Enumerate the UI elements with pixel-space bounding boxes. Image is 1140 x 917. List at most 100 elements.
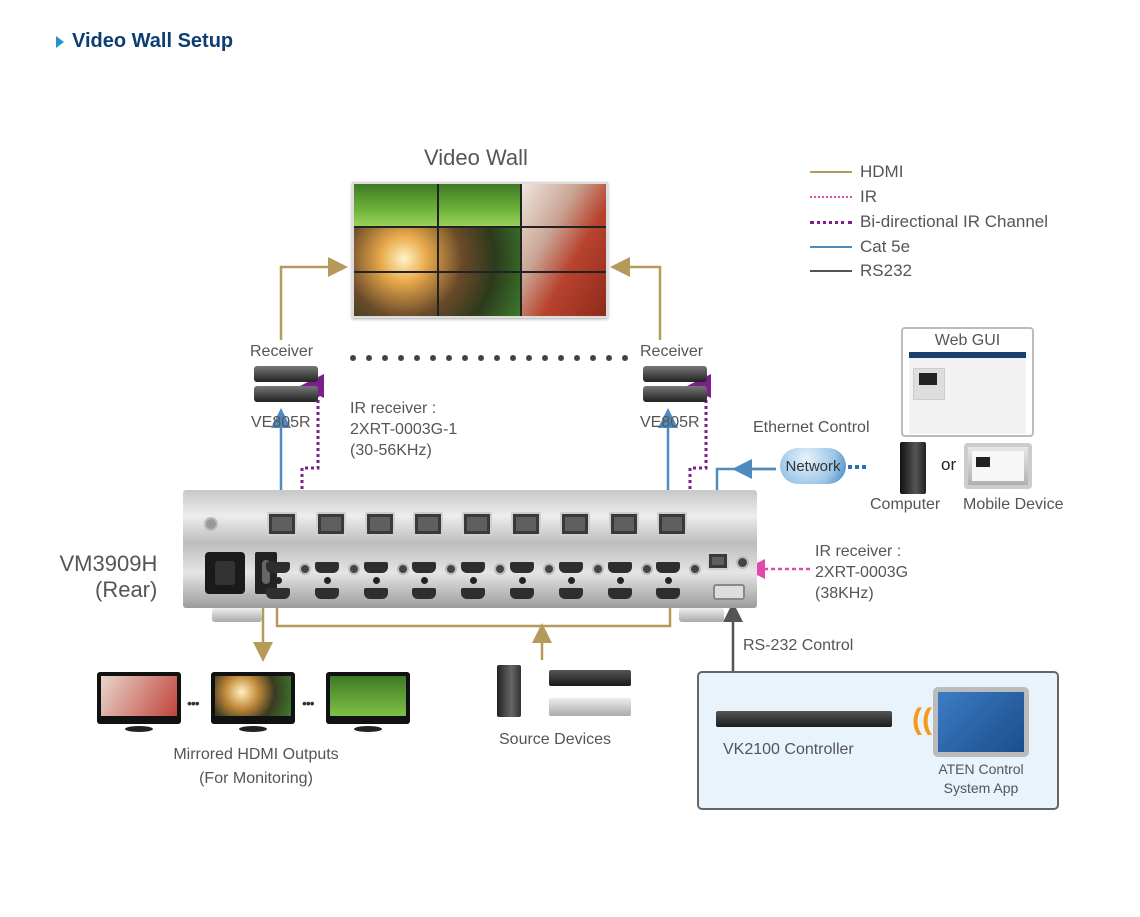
receiver-right-label: Receiver <box>640 343 704 360</box>
legend-item-bidir-ir: Bi-directional IR Channel <box>810 212 1048 232</box>
more-receivers-ellipsis: for(let i=0;i<18;i++)document.write('<sp… <box>350 355 628 361</box>
ir-jack <box>640 563 653 575</box>
monitor-1 <box>97 672 181 732</box>
bidir-ir-line-swatch <box>810 220 852 224</box>
hdmi-line-left <box>279 257 348 340</box>
web-gui-label: Web GUI <box>934 332 1001 349</box>
cat5e-line-swatch <box>810 246 852 248</box>
or-label: or <box>941 455 957 474</box>
ir-jack <box>347 563 360 575</box>
ir-jack <box>494 563 507 575</box>
cat5e-port <box>315 512 346 536</box>
cat5e-port <box>608 512 639 536</box>
network-cloud-icon: Network <box>780 448 846 484</box>
ethernet-control-label: Ethernet Control <box>753 419 870 436</box>
hdmi-input-port <box>656 588 681 599</box>
woman-tile <box>522 184 606 316</box>
rs232-control-label: RS-232 Control <box>743 637 854 654</box>
ir-jack <box>445 563 458 575</box>
cat5e-port <box>511 512 541 536</box>
legend-label: HDMI <box>860 162 904 181</box>
rs232-port <box>713 584 745 600</box>
hdmi-output-port <box>314 562 339 573</box>
ir-line-swatch <box>810 196 852 198</box>
mirrored-outputs-label: Mirrored HDMI Outputs (For Monitoring) <box>173 746 339 787</box>
player-source-icon <box>549 670 631 686</box>
ir-jack <box>396 563 409 575</box>
hdmi-output-port <box>461 562 486 573</box>
aten-app-label: ATEN Control System App <box>938 761 1024 796</box>
main-unit-label: VM3909H (Rear) <box>59 551 158 602</box>
monitor-2 <box>211 672 295 732</box>
cat5e-port <box>657 512 688 536</box>
receiver-right-model: VE805R <box>640 414 700 431</box>
ground-screw-icon <box>204 517 218 531</box>
ellipsis: ••• <box>302 695 315 711</box>
ir-jack <box>543 563 555 575</box>
ir-jack <box>299 563 311 575</box>
vk2100-label: VK2100 Controller <box>723 741 854 758</box>
rack-foot <box>679 608 724 622</box>
legend-label: IR <box>860 187 877 206</box>
hdmi-output-port <box>558 562 583 573</box>
pc-source-icon <box>497 665 521 717</box>
tablet-app-icon <box>933 687 1029 757</box>
receiver-left-device <box>254 366 318 382</box>
page-title-text: Video Wall Setup <box>72 30 234 52</box>
video-wall-image <box>352 182 608 318</box>
receiver-right-device <box>643 366 707 382</box>
cat5e-port <box>413 512 444 536</box>
legend-label: Cat 5e <box>860 237 911 256</box>
hdmi-input-port <box>266 588 290 599</box>
receiver-left-label: Receiver <box>250 343 314 360</box>
ir-receiver-right-text: IR receiver : 2XRT-0003G (38KHz) <box>815 543 909 602</box>
ellipsis: ••• <box>187 695 200 711</box>
cat5e-port <box>267 512 297 536</box>
source-devices-label: Source Devices <box>499 731 612 748</box>
hdmi-output-port <box>363 562 388 573</box>
rs232-line-swatch <box>810 270 852 272</box>
legend-item-ir: IR <box>810 187 877 207</box>
computer-label: Computer <box>870 496 941 513</box>
legend-item-hdmi: HDMI <box>810 162 903 182</box>
monitor-3 <box>326 672 410 732</box>
ir-jack <box>689 563 702 575</box>
legend-label: Bi-directional IR Channel <box>860 212 1049 231</box>
rack-foot <box>212 608 262 622</box>
wireless-signal-icon: (( <box>912 703 932 736</box>
hdmi-output-port <box>266 562 290 573</box>
vk2100-control-box: VK2100 Controller (( ATEN Control System… <box>697 671 1059 810</box>
ir-jack <box>591 563 604 575</box>
vm3909h-rear-panel: for(let i=0;i<9;i++)document.write('<div… <box>183 490 757 608</box>
network-label: Network <box>785 457 841 475</box>
legend-label: RS232 <box>860 261 912 280</box>
vk2100-controller-icon <box>716 711 892 727</box>
ir-receiver-left-text: IR receiver : 2XRT-0003G-1 (30-56KHz) <box>350 400 458 459</box>
hdmi-output-port <box>656 562 681 573</box>
hdmi-input-port <box>510 588 534 599</box>
cat5e-port <box>559 512 590 536</box>
hdmi-input-port <box>558 588 583 599</box>
cat5e-port <box>462 512 493 536</box>
hdmi-output-port <box>412 562 437 573</box>
ir-receiver-jack <box>736 556 749 569</box>
hdmi-output-port <box>607 562 632 573</box>
ethernet-port <box>707 552 729 570</box>
hdmi-input-port <box>314 588 339 599</box>
hdmi-line-swatch <box>810 171 852 173</box>
power-socket-icon <box>205 552 245 594</box>
video-wall-label: Video Wall <box>424 145 528 170</box>
hdmi-source-loop <box>275 598 672 628</box>
cat5e-port <box>364 512 395 536</box>
hdmi-output-port <box>510 562 534 573</box>
legend-item-cat5e: Cat 5e <box>810 237 910 257</box>
computer-tower-icon <box>900 442 926 494</box>
hdmi-line-right <box>610 257 662 340</box>
receiver-left-model: VE805R <box>251 414 311 431</box>
mobile-device-icon <box>964 443 1032 489</box>
page-title: Video Wall Setup <box>56 30 233 53</box>
mobile-device-label: Mobile Device <box>963 496 1064 513</box>
hdmi-input-port <box>363 588 388 599</box>
legend-item-rs232: RS232 <box>810 261 912 281</box>
hdmi-input-port <box>607 588 632 599</box>
